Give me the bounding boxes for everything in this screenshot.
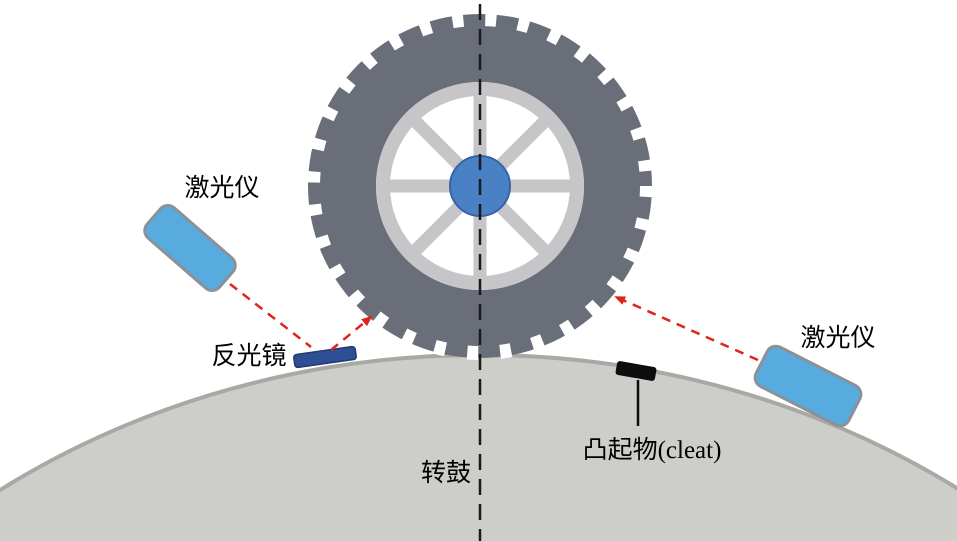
beam-left-reflected — [330, 315, 373, 351]
cleat — [615, 361, 657, 381]
laser-left-label: 激光仪 — [184, 174, 259, 202]
laser-device-left — [143, 204, 237, 292]
laser-right-label: 激光仪 — [800, 324, 875, 352]
beam-left-incident — [229, 283, 312, 348]
laser-device-right — [753, 344, 863, 428]
tire-tread-notches — [306, 12, 654, 360]
cleat-label: 凸起物(cleat) — [583, 436, 722, 464]
mirror — [293, 345, 357, 369]
beam-right — [614, 295, 759, 362]
mirror-label: 反光镜 — [211, 342, 286, 370]
laser-beams — [229, 283, 759, 362]
drum-label: 转鼓 — [421, 459, 471, 487]
